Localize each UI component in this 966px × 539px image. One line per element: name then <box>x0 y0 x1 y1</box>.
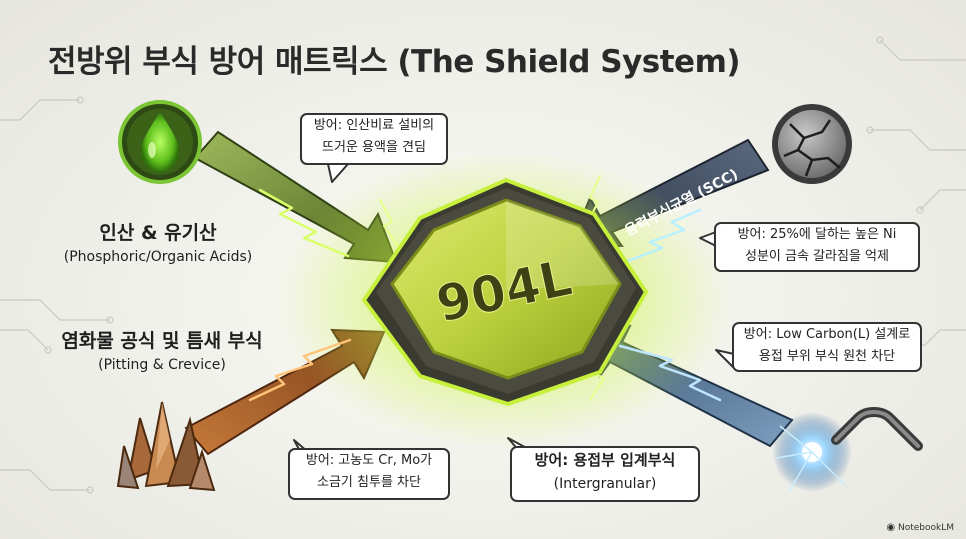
chloride-threat-subtitle: (Pitting & Crevice) <box>98 357 226 373</box>
notebooklm-logo-icon: ◉ <box>886 522 896 533</box>
chloride-threat-label: 염화물 공식 및 틈새 부식 (Pitting & Crevice) <box>24 326 300 373</box>
circuit-decoration-right <box>866 36 966 349</box>
watermark: ◉ NotebookLM <box>886 522 954 533</box>
acid-defense-line2: 뜨거운 용액을 견딤 <box>322 140 426 155</box>
acid-droplet-icon <box>118 100 202 184</box>
welding-torch-icon <box>772 407 923 492</box>
chloride-threat-title: 염화물 공식 및 틈새 부식 <box>61 330 263 352</box>
cracked-metal-icon <box>772 104 852 184</box>
intergranular-line2: (Intergranular) <box>553 476 657 492</box>
acid-defense-bubble: 방어: 인산비료 설비의 뜨거운 용액을 견딤 <box>300 113 448 165</box>
page-title: 전방위 부식 방어 매트릭스 (The Shield System) <box>48 44 741 80</box>
chloride-defense-bubble: 방어: 고농도 Cr, Mo가 소금기 침투를 차단 <box>288 448 450 500</box>
intergranular-bubble: 방어: 용접부 입계부식 (Intergranular) <box>510 446 700 502</box>
acid-threat-title: 인산 & 유기산 <box>99 222 217 244</box>
acid-defense-line1: 방어: 인산비료 설비의 <box>313 118 435 133</box>
circuit-decoration-left <box>0 96 114 494</box>
acid-threat-subtitle: (Phosphoric/Organic Acids) <box>63 249 253 265</box>
lowcarbon-defense-bubble: 방어: Low Carbon(L) 설계로 용접 부위 부식 원천 차단 <box>732 322 922 372</box>
chloride-defense-line2: 소금기 침투를 차단 <box>317 475 421 490</box>
lightning-bolts <box>248 175 722 402</box>
acid-threat-label: 인산 & 유기산 (Phosphoric/Organic Acids) <box>40 218 276 265</box>
shield-904l: 904L <box>361 177 649 407</box>
intergranular-line1: 방어: 용접부 입계부식 <box>534 451 676 469</box>
watermark-text: NotebookLM <box>897 523 954 533</box>
scc-defense-line1: 방어: 25%에 달하는 높은 Ni <box>737 227 897 242</box>
scc-defense-bubble: 방어: 25%에 달하는 높은 Ni 성분이 금속 갈라짐을 억제 <box>714 222 920 272</box>
lowcarbon-defense-line2: 용접 부위 부식 원천 차단 <box>758 349 896 364</box>
lowcarbon-defense-line1: 방어: Low Carbon(L) 설계로 <box>743 327 911 342</box>
scc-defense-line2: 성분이 금속 갈라짐을 억제 <box>745 249 889 264</box>
salt-crystal-icon <box>116 401 216 492</box>
chloride-defense-line1: 방어: 고농도 Cr, Mo가 <box>305 453 433 468</box>
